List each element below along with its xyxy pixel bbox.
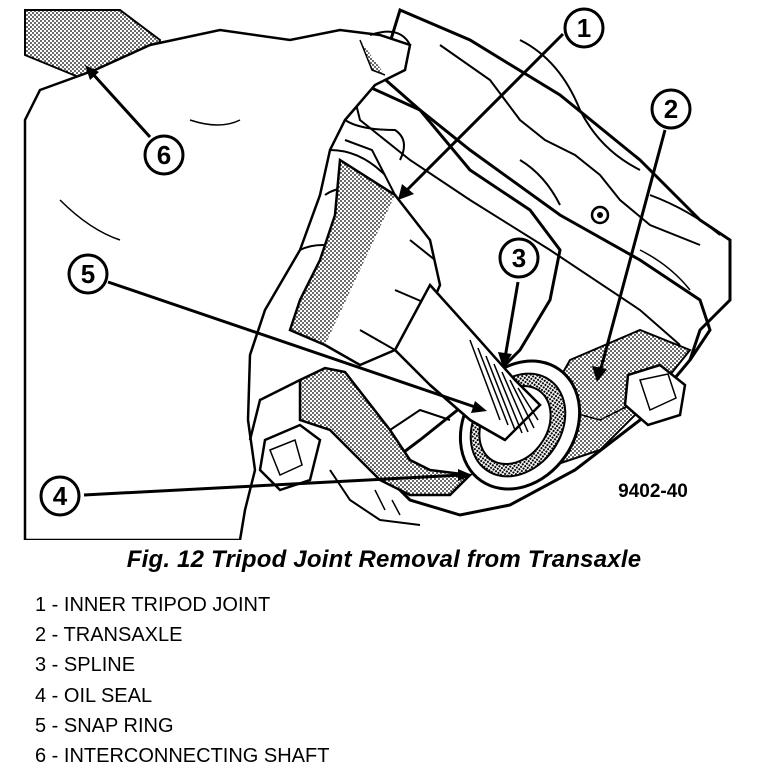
- legend-item-inner-tripod-joint: 1 - INNER TRIPOD JOINT: [35, 594, 271, 616]
- leader-line-5: [107, 280, 479, 410]
- leader-arrow-2: [592, 366, 607, 382]
- figure-caption: Fig. 12 Tripod Joint Removal from Transa…: [126, 546, 642, 573]
- leader-line-6: [90, 71, 152, 139]
- leader-line-2: [598, 129, 667, 373]
- callout-2: 2: [650, 88, 692, 130]
- hand: [23, 28, 412, 540]
- legend-item-spline: 3 - SPLINE: [35, 654, 136, 677]
- leader-arrow-6: [85, 65, 99, 80]
- leader-line-4: [83, 473, 463, 497]
- legend-item-snap-ring: 5 - SNAP RING: [35, 714, 174, 737]
- figure-code: 9402-40: [618, 481, 688, 502]
- svg-text:1: 1: [577, 13, 591, 43]
- leader-arrow-5: [471, 401, 487, 413]
- leader-lines: [83, 32, 667, 497]
- stub-shaft-spline: [393, 282, 542, 442]
- legend-item-oil-seal: 4 - OIL SEAL: [35, 684, 153, 707]
- legend-item-transaxle: 2 - TRANSAXLE: [35, 624, 183, 647]
- leader-line-3: [503, 281, 520, 359]
- svg-text:5: 5: [81, 259, 95, 289]
- leader-arrow-4: [458, 469, 472, 481]
- lower-bracket: [248, 366, 473, 526]
- svg-text:3: 3: [512, 243, 526, 273]
- callout-4: 4: [39, 475, 81, 517]
- legend-item-interconnecting-shaft: 6 - INTERCONNECTING SHAFT: [35, 745, 330, 768]
- svg-text:2: 2: [664, 94, 678, 124]
- callout-3: 3: [498, 237, 540, 279]
- leader-arrow-3: [498, 352, 512, 368]
- transaxle-housing: [349, 7, 732, 517]
- leader-line-1: [403, 32, 565, 194]
- leader-arrow-1: [398, 184, 414, 200]
- tripod-joint-illustration: 1 2 3 4 5 6 9402-40: [23, 7, 732, 540]
- svg-text:4: 4: [53, 481, 68, 511]
- legend-list: 1 - INNER TRIPOD JOINT 2 - TRANSAXLE 3 -…: [35, 590, 329, 771]
- svg-text:6: 6: [157, 140, 171, 170]
- callout-1: 1: [563, 7, 605, 49]
- callout-6: 6: [143, 134, 185, 176]
- callout-5: 5: [67, 253, 109, 295]
